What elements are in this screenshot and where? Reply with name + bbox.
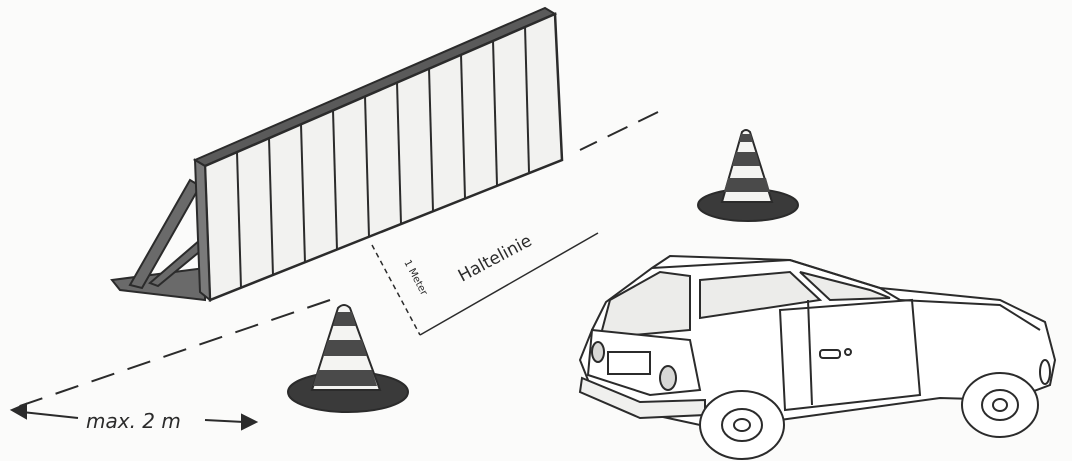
wall-support-frame — [112, 180, 205, 300]
car-wheel-front — [962, 373, 1038, 437]
traffic-cone-back — [698, 130, 798, 221]
meter-label: 1 Meter — [401, 258, 429, 298]
car — [580, 256, 1055, 459]
car-wheel-rear — [700, 391, 784, 459]
max-distance-label: max. 2 m — [86, 409, 181, 433]
stop-line-label: Haltelinie — [455, 231, 535, 286]
measurement-lines — [372, 233, 598, 335]
traffic-cone-front — [288, 305, 408, 412]
